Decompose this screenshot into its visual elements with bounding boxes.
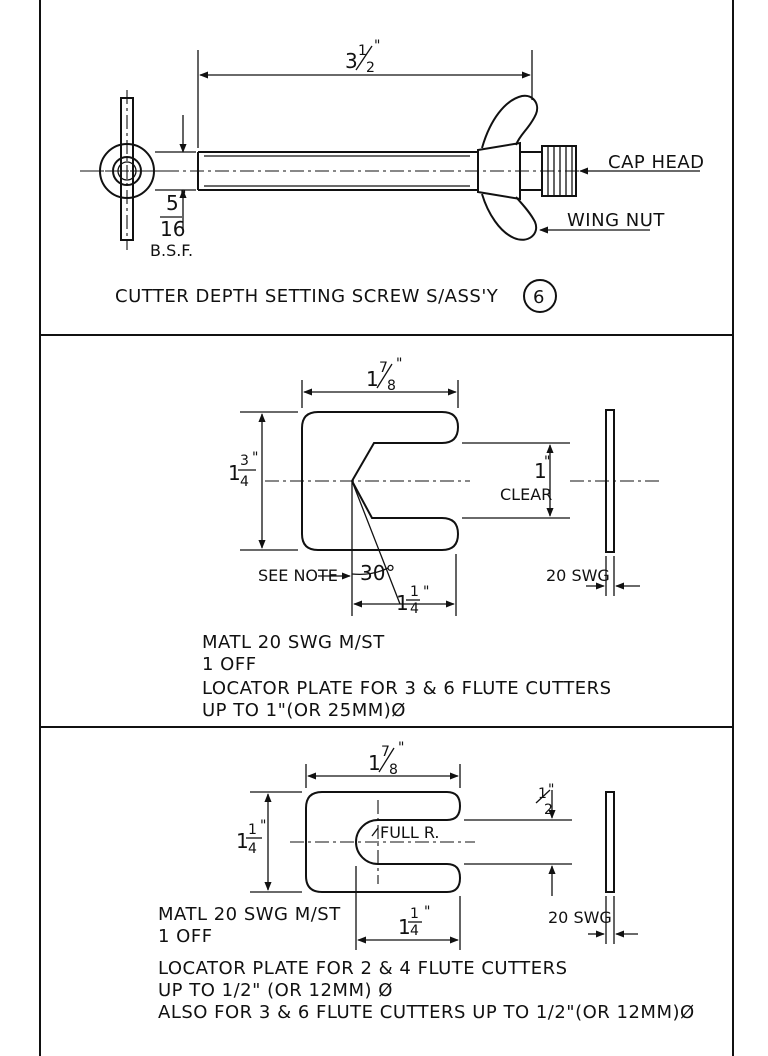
svg-text:7: 7 [381, 744, 390, 760]
svg-text:8: 8 [387, 378, 396, 394]
width-dimension: 1 7 8 " [301, 356, 459, 408]
description-line-1-2: LOCATOR PLATE FOR 2 & 4 FLUTE CUTTERS [158, 958, 568, 979]
screw-assembly-section: 5 " 16 B.S.F. [80, 38, 705, 313]
item-number-circle [523, 279, 557, 313]
locator-plate-v-section: 1 7 8 " 1 3 4 " 1 " CLEAR [202, 356, 660, 721]
item-number: 6 [533, 287, 545, 308]
material-note-2: MATL 20 SWG M/ST [158, 904, 341, 925]
cap-head [541, 145, 577, 197]
material-note: MATL 20 SWG M/ST [202, 632, 385, 653]
quantity-note-2: 1 OFF [158, 926, 213, 947]
length-dimension: 3 1 2 " [197, 38, 533, 148]
svg-text:1: 1 [410, 584, 419, 600]
wing-nut-label: WING NUT [567, 210, 665, 231]
svg-text:": " [252, 450, 258, 466]
wing-nut-callout: WING NUT [539, 210, 665, 234]
plate-side-view: 20 SWG [546, 409, 660, 596]
svg-text:1: 1 [410, 906, 419, 922]
svg-text:4: 4 [240, 474, 249, 490]
svg-text:2: 2 [544, 802, 553, 818]
clear-label: CLEAR [500, 485, 552, 504]
svg-text:1: 1 [368, 751, 381, 775]
cap-head-callout: CAP HEAD [579, 152, 705, 175]
svg-text:1: 1 [358, 43, 367, 59]
thread-diameter-dimension: 5 " 16 B.S.F. [150, 115, 196, 260]
screw-shaft [90, 151, 600, 191]
svg-text:4: 4 [248, 841, 257, 857]
plate-side-view-2: 20 SWG [548, 791, 638, 944]
svg-text:1: 1 [396, 591, 409, 615]
clear-dimension: 1 " CLEAR [462, 442, 570, 519]
svg-text:4: 4 [410, 923, 419, 939]
svg-text:": " [548, 782, 554, 798]
svg-text:": " [423, 584, 429, 600]
swg-label: 20 SWG [546, 566, 610, 585]
svg-text:": " [424, 904, 430, 920]
svg-text:": " [374, 38, 380, 54]
svg-text:": " [180, 188, 186, 204]
base-dimension: 1 1 4 " [353, 554, 457, 617]
svg-text:2: 2 [366, 60, 375, 76]
svg-text:7: 7 [379, 360, 388, 376]
angle-annotation: 30° SEE NOTE [258, 480, 401, 616]
full-radius-callout: FULL R. [371, 823, 439, 842]
quantity-note: 1 OFF [202, 654, 257, 675]
v-notch-plate-outline [301, 411, 460, 551]
svg-text:3: 3 [240, 453, 249, 469]
svg-text:1: 1 [236, 829, 249, 853]
svg-text:": " [544, 454, 550, 470]
description-line-2: UP TO 1"(OR 25MM)Ø [202, 700, 406, 721]
cap-head-label: CAP HEAD [608, 152, 705, 173]
thread-spec-label: B.S.F. [150, 241, 193, 260]
sheet-frame [39, 0, 734, 1056]
slot-width-dimension: 1 2 " [464, 782, 572, 896]
thread-dim-num: 5 [166, 191, 179, 215]
svg-text:1: 1 [228, 461, 241, 485]
svg-text:1: 1 [366, 367, 379, 391]
svg-text:1: 1 [534, 459, 547, 483]
svg-text:": " [396, 356, 402, 372]
slot-plate-outline [305, 791, 462, 893]
description-line-1: LOCATOR PLATE FOR 3 & 6 FLUTE CUTTERS [202, 678, 612, 699]
angle-label: 30° [360, 561, 395, 585]
thread-dim-den: 16 [160, 217, 185, 241]
screw-caption: CUTTER DEPTH SETTING SCREW S/ASS'Y [115, 286, 499, 307]
width-dimension-2: 1 7 8 " [305, 740, 461, 788]
svg-text:": " [260, 818, 266, 834]
base-dimension-2: 1 1 4 " [355, 866, 461, 950]
full-radius-label: FULL R. [380, 823, 439, 842]
svg-text:1: 1 [398, 915, 411, 939]
description-line-3-2: ALSO FOR 3 & 6 FLUTE CUTTERS UP TO 1/2"(… [158, 1002, 695, 1023]
svg-text:1: 1 [538, 786, 547, 802]
description-line-2-2: UP TO 1/2" (OR 12MM) Ø [158, 980, 393, 1001]
swg-label-2: 20 SWG [548, 908, 612, 927]
wing-nut [477, 94, 539, 241]
svg-text:1: 1 [248, 822, 257, 838]
height-dimension-2: 1 1 4 " [236, 791, 302, 893]
see-note-label: SEE NOTE [258, 566, 338, 585]
length-dim-whole: 3 [345, 49, 358, 73]
svg-text:4: 4 [410, 601, 419, 617]
locator-plate-slot-section: 1 7 8 " 1 1 4 " FULL R. 1 [158, 740, 695, 1023]
height-dimension: 1 3 4 " [228, 411, 298, 551]
svg-text:": " [398, 740, 404, 756]
svg-text:8: 8 [389, 762, 398, 778]
